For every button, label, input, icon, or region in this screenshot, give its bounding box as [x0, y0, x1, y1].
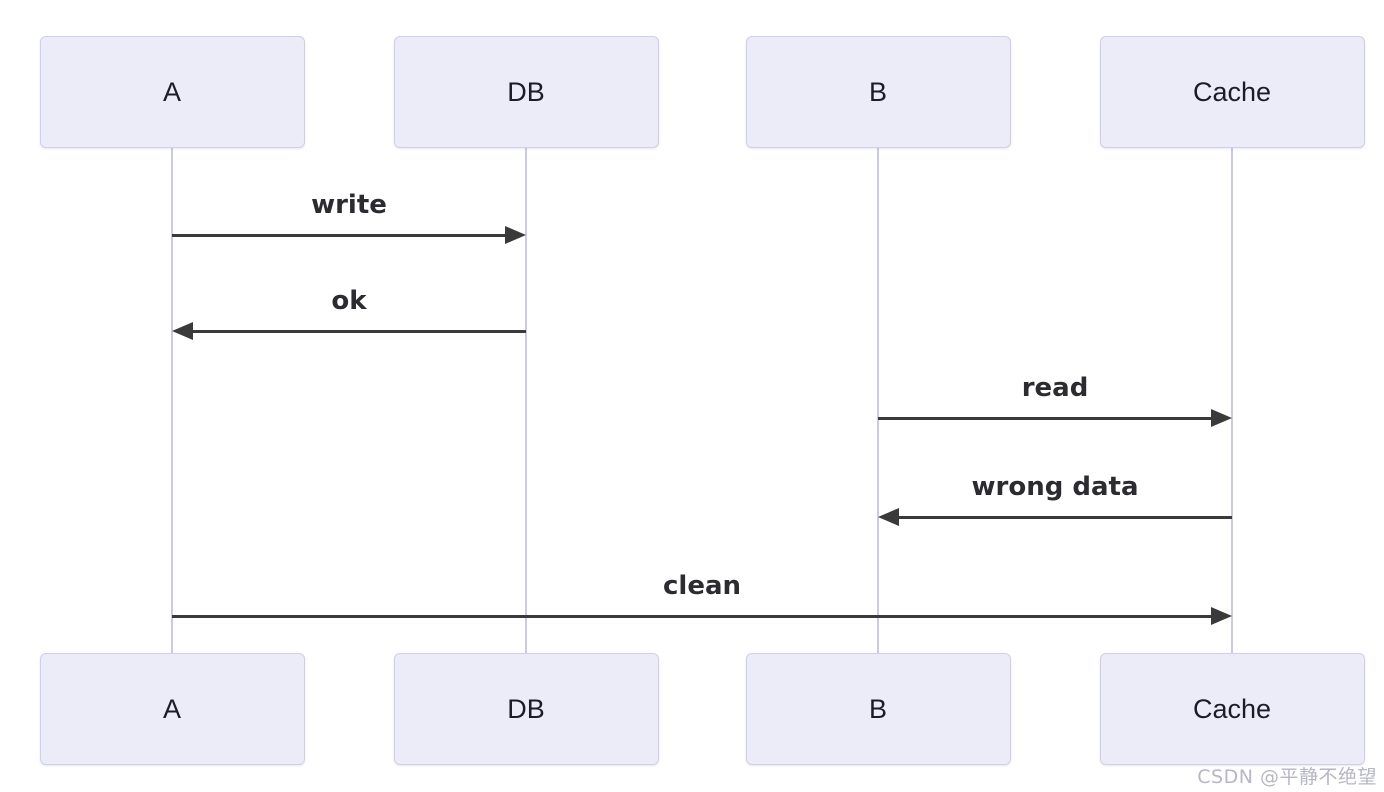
message-line-read	[878, 417, 1213, 420]
actor-label-b-bottom: B	[868, 693, 887, 724]
actor-label-cache-bottom: Cache	[1192, 693, 1272, 724]
csdn-watermark: CSDN @平静不绝望	[1197, 766, 1377, 788]
actor-box-a-bottom: A	[39, 653, 305, 765]
message-label-wrong-data: wrong data	[971, 472, 1139, 502]
arrowhead-ok	[172, 322, 193, 340]
actor-box-b-top: B	[745, 36, 1011, 148]
lifeline-b	[877, 148, 879, 653]
message-line-write	[172, 234, 507, 237]
actor-box-cache-bottom: Cache	[1099, 653, 1365, 765]
actor-label-db-bottom: DB	[507, 693, 545, 724]
arrowhead-clean	[1211, 607, 1232, 625]
actor-box-cache-top: Cache	[1099, 36, 1365, 148]
message-label-read: read	[1021, 373, 1089, 403]
lifeline-db	[525, 148, 527, 653]
message-label-write: write	[311, 190, 387, 220]
arrowhead-read	[1211, 409, 1232, 427]
message-line-clean	[172, 615, 1213, 618]
lifeline-cache	[1231, 148, 1233, 653]
lifeline-a	[171, 148, 173, 653]
actor-box-a-top: A	[39, 36, 305, 148]
actor-box-db-top: DB	[393, 36, 659, 148]
arrowhead-wrong-data	[878, 508, 899, 526]
message-label-clean: clean	[662, 571, 742, 601]
actor-label-db-top: DB	[507, 76, 545, 107]
actor-label-a-top: A	[162, 76, 181, 107]
message-label-ok: ok	[331, 286, 367, 316]
arrowhead-write	[505, 226, 526, 244]
message-line-wrong-data	[897, 516, 1232, 519]
message-line-ok	[191, 330, 526, 333]
actor-box-db-bottom: DB	[393, 653, 659, 765]
actor-box-b-bottom: B	[745, 653, 1011, 765]
actor-label-b-top: B	[868, 76, 887, 107]
actor-label-a-bottom: A	[162, 693, 181, 724]
actor-label-cache-top: Cache	[1192, 76, 1272, 107]
